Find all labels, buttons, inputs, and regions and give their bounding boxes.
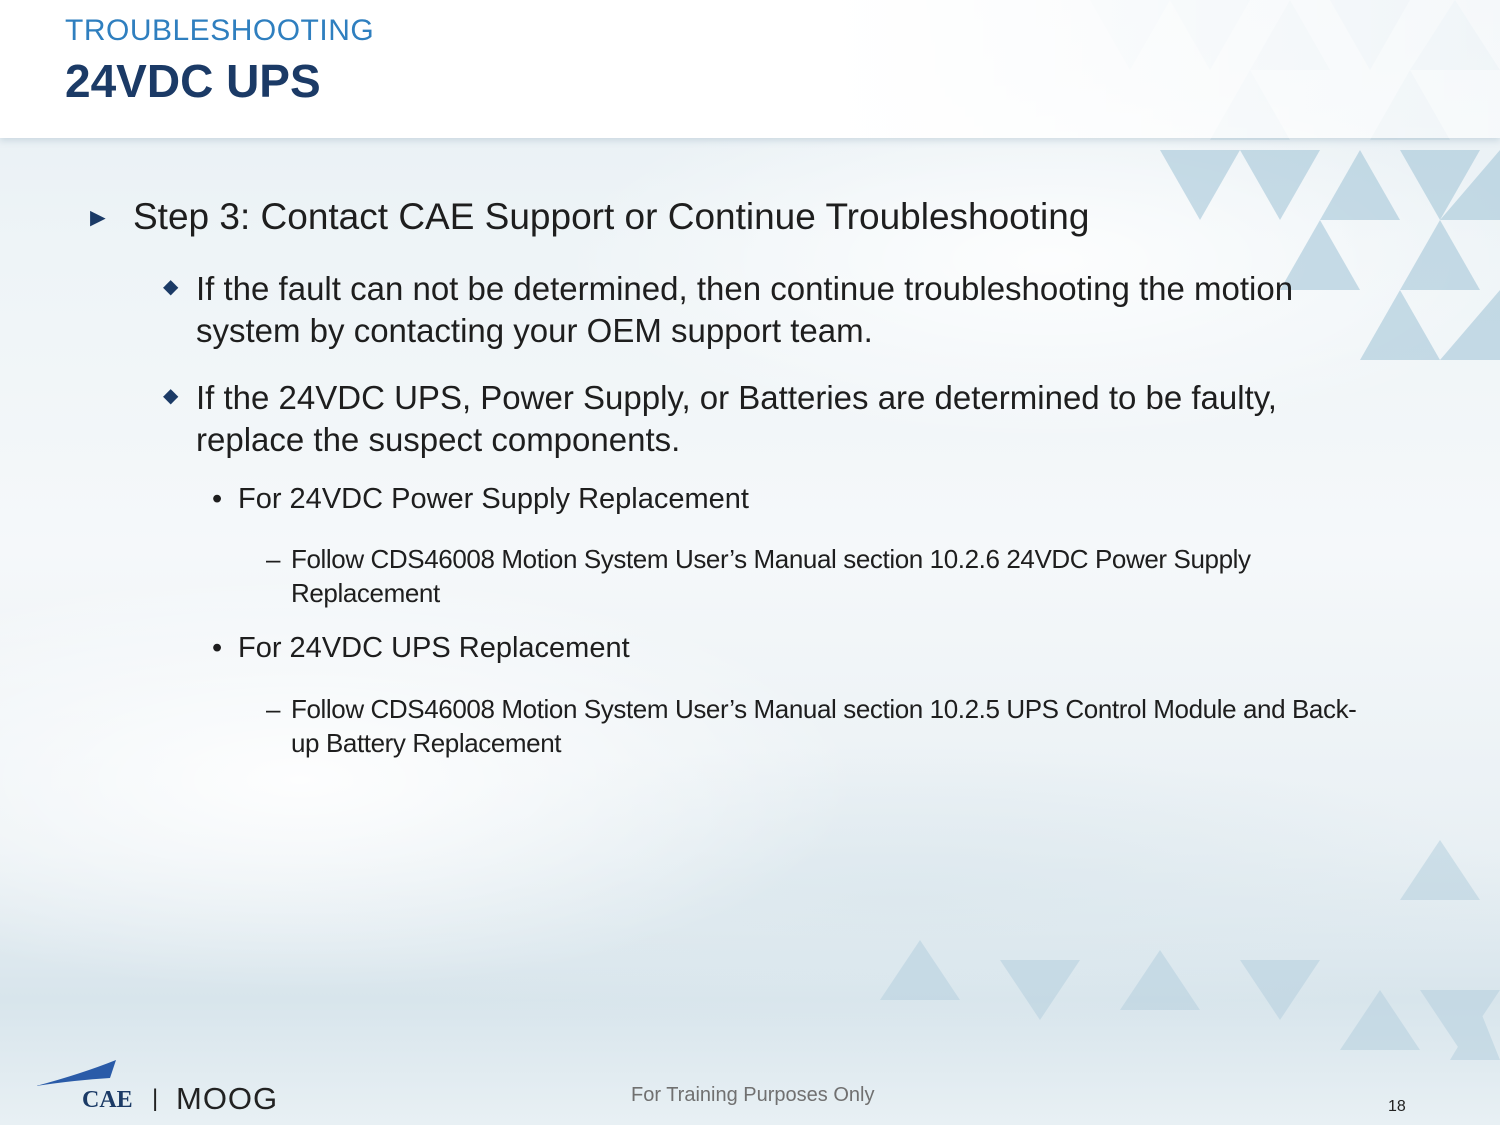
diamond-bullet-icon: ◆ (163, 385, 179, 407)
dot-bullet-icon: • (212, 483, 223, 515)
logo-separator: | (152, 1085, 158, 1112)
sub-bullet-text: For 24VDC UPS Replacement (238, 632, 630, 664)
page-number: 18 (1388, 1098, 1406, 1115)
dash-bullet-icon: – (266, 544, 281, 574)
sub-bullet-text: For 24VDC Power Supply Replacement (238, 483, 749, 515)
header-band (0, 0, 1500, 138)
dash-bullet-icon: – (266, 694, 281, 724)
step-heading-text: Step 3: Contact CAE Support or Continue … (133, 196, 1090, 237)
logo-cae-text: CAE (82, 1087, 133, 1113)
arrow-bullet-icon: ► (85, 202, 111, 232)
footer-notice: For Training Purposes Only (631, 1084, 875, 1106)
detail-text: Follow CDS46008 Motion System User’s Man… (291, 694, 1357, 758)
cae-swoosh-icon (36, 1060, 116, 1086)
section-kicker: TROUBLESHOOTING (65, 14, 375, 47)
detail-text: Follow CDS46008 Motion System User’s Man… (291, 544, 1251, 608)
cae-moog-logo: CAE | MOOG (36, 1060, 278, 1116)
bullet-item-text: If the 24VDC UPS, Power Supply, or Batte… (196, 379, 1277, 458)
bullet-item-text: If the fault can not be determined, then… (196, 270, 1294, 349)
logo-moog-text: MOOG (176, 1081, 278, 1116)
diamond-bullet-icon: ◆ (163, 276, 179, 298)
slide-title: 24VDC UPS (65, 55, 321, 107)
dot-bullet-icon: • (212, 632, 223, 664)
